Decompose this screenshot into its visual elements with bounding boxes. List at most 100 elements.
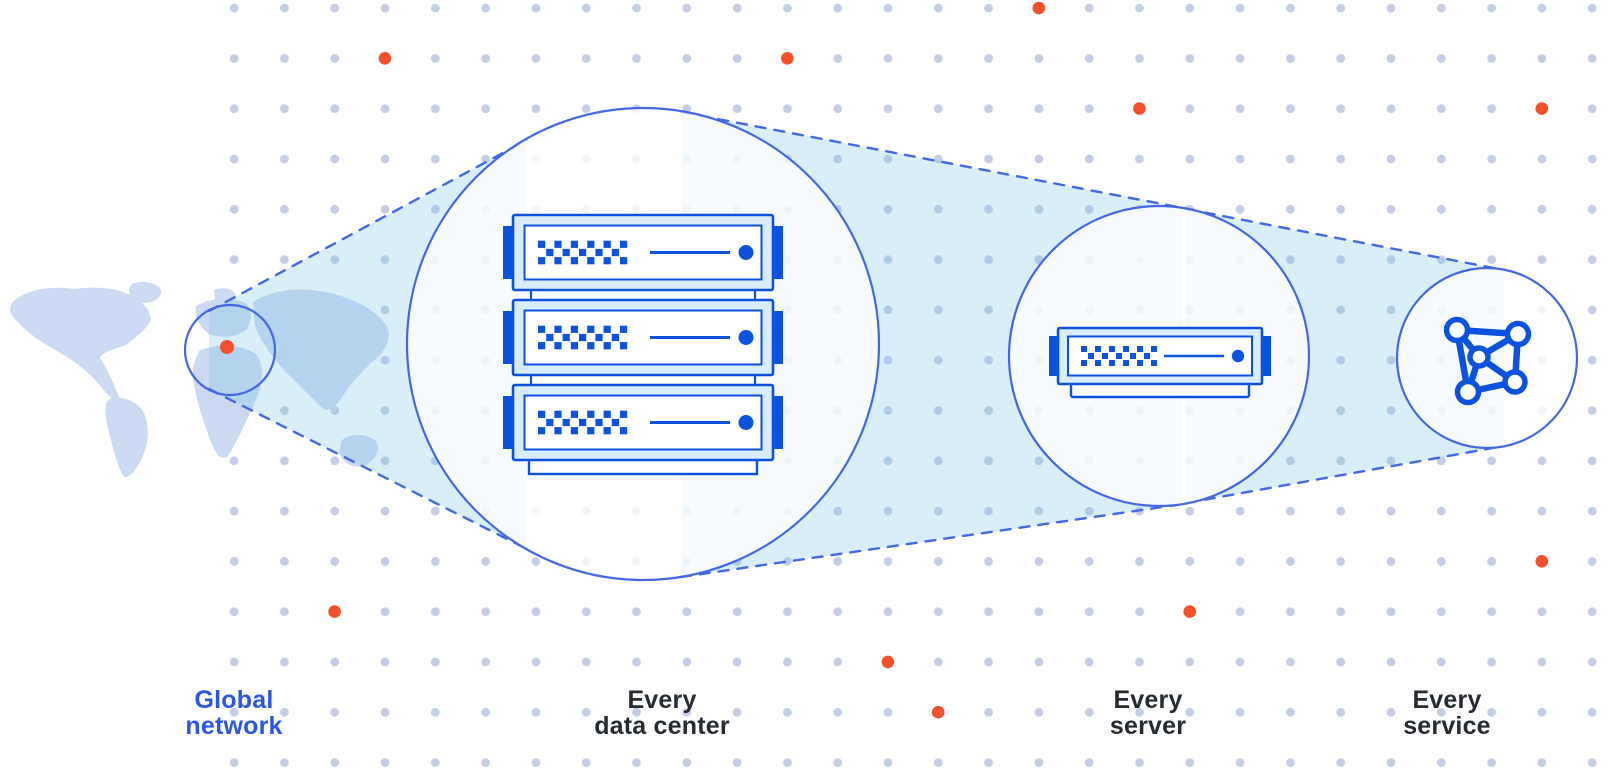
led-square [620, 325, 628, 333]
server-unit-1 [503, 213, 783, 292]
single-server-icon [1049, 326, 1271, 399]
led-square [1095, 360, 1101, 366]
server-led-matrix [538, 410, 628, 435]
graph-node [1504, 320, 1532, 348]
led-square [1088, 353, 1094, 359]
map-africa [192, 345, 263, 458]
led-square [1102, 353, 1108, 359]
server-power-dot [738, 330, 754, 345]
led-square [1151, 346, 1157, 352]
led-square [595, 418, 603, 427]
led-square [1130, 353, 1136, 359]
led-square [1123, 346, 1129, 352]
zoom-guide-lines [207, 110, 1506, 579]
led-square [587, 257, 595, 265]
zoom-guide-line [1184, 444, 1506, 505]
led-square [1109, 360, 1115, 366]
server-led-matrix [538, 325, 628, 350]
led-square [1081, 346, 1087, 352]
world-map-icon [10, 282, 389, 478]
zoom-guide-line [207, 138, 529, 313]
led-square [554, 240, 562, 248]
led-square [579, 333, 587, 342]
led-square [603, 257, 611, 265]
led-square [1109, 346, 1115, 352]
led-square [603, 240, 611, 248]
every-server-label: Every server [1038, 687, 1258, 739]
map-location-marker-dot [220, 340, 234, 354]
server-panel [1067, 335, 1253, 377]
led-square [603, 427, 611, 435]
led-square [579, 418, 587, 427]
led-square [538, 410, 546, 418]
led-square [554, 342, 562, 350]
server-ear [1260, 336, 1271, 376]
server-power-dot [1231, 349, 1245, 363]
zoom-guide-line [679, 502, 1185, 579]
map-europe [195, 298, 251, 337]
accent-dot [1535, 102, 1549, 115]
led-square [603, 325, 611, 333]
led-square [546, 333, 554, 342]
led-square [603, 410, 611, 418]
caption-line: data center [594, 712, 730, 740]
server-power-dot [738, 245, 754, 260]
caption-line: server [1109, 712, 1187, 740]
led-square [1095, 346, 1101, 352]
caption-line: service [1403, 712, 1491, 740]
caption-line: Every [1113, 686, 1183, 714]
graph-node [1502, 369, 1528, 395]
accent-dots [220, 1, 1549, 719]
graph-node [1467, 345, 1491, 369]
accent-dot [931, 705, 945, 719]
server-rack-stack-icon [503, 213, 783, 476]
led-square [554, 427, 562, 435]
caption-line: Global [194, 686, 274, 714]
led-square [620, 257, 628, 265]
led-square [554, 257, 562, 265]
caption-line: Every [1412, 686, 1482, 714]
led-square [570, 342, 578, 350]
led-square [1137, 360, 1143, 366]
led-square [1137, 346, 1143, 352]
led-square [570, 240, 578, 248]
server-unit-2 [503, 298, 783, 377]
graph-node [1443, 316, 1471, 344]
server-power-dot [738, 415, 754, 430]
led-square [611, 333, 619, 342]
led-square [595, 333, 603, 342]
led-square [1144, 353, 1150, 359]
accent-dot [378, 52, 392, 65]
map-zoom-circle [183, 303, 277, 397]
server-unit-3 [503, 383, 783, 462]
zoom-guide-line [679, 110, 1185, 210]
led-square [570, 410, 578, 418]
led-square [587, 342, 595, 350]
led-square [546, 248, 554, 257]
led-square [1081, 360, 1087, 366]
map-south-america [105, 397, 148, 478]
server-ear [1049, 336, 1060, 376]
led-square [538, 325, 546, 333]
accent-dot [781, 52, 794, 65]
map-north-america [10, 287, 152, 402]
led-square [603, 342, 611, 350]
led-square [570, 325, 578, 333]
accent-dot [1133, 102, 1146, 115]
accent-dot [328, 605, 341, 618]
every-data-center-label: Every data center [552, 687, 772, 739]
led-square [587, 410, 595, 418]
server-led-matrix [1081, 346, 1157, 366]
led-square [587, 240, 595, 248]
led-square [620, 410, 628, 418]
led-square [570, 257, 578, 265]
led-square [587, 427, 595, 435]
accent-dot [881, 655, 895, 669]
led-square [538, 257, 546, 265]
caption-line: network [185, 712, 283, 740]
accent-dot [1032, 1, 1046, 15]
led-square [620, 240, 628, 248]
led-square [538, 240, 546, 248]
